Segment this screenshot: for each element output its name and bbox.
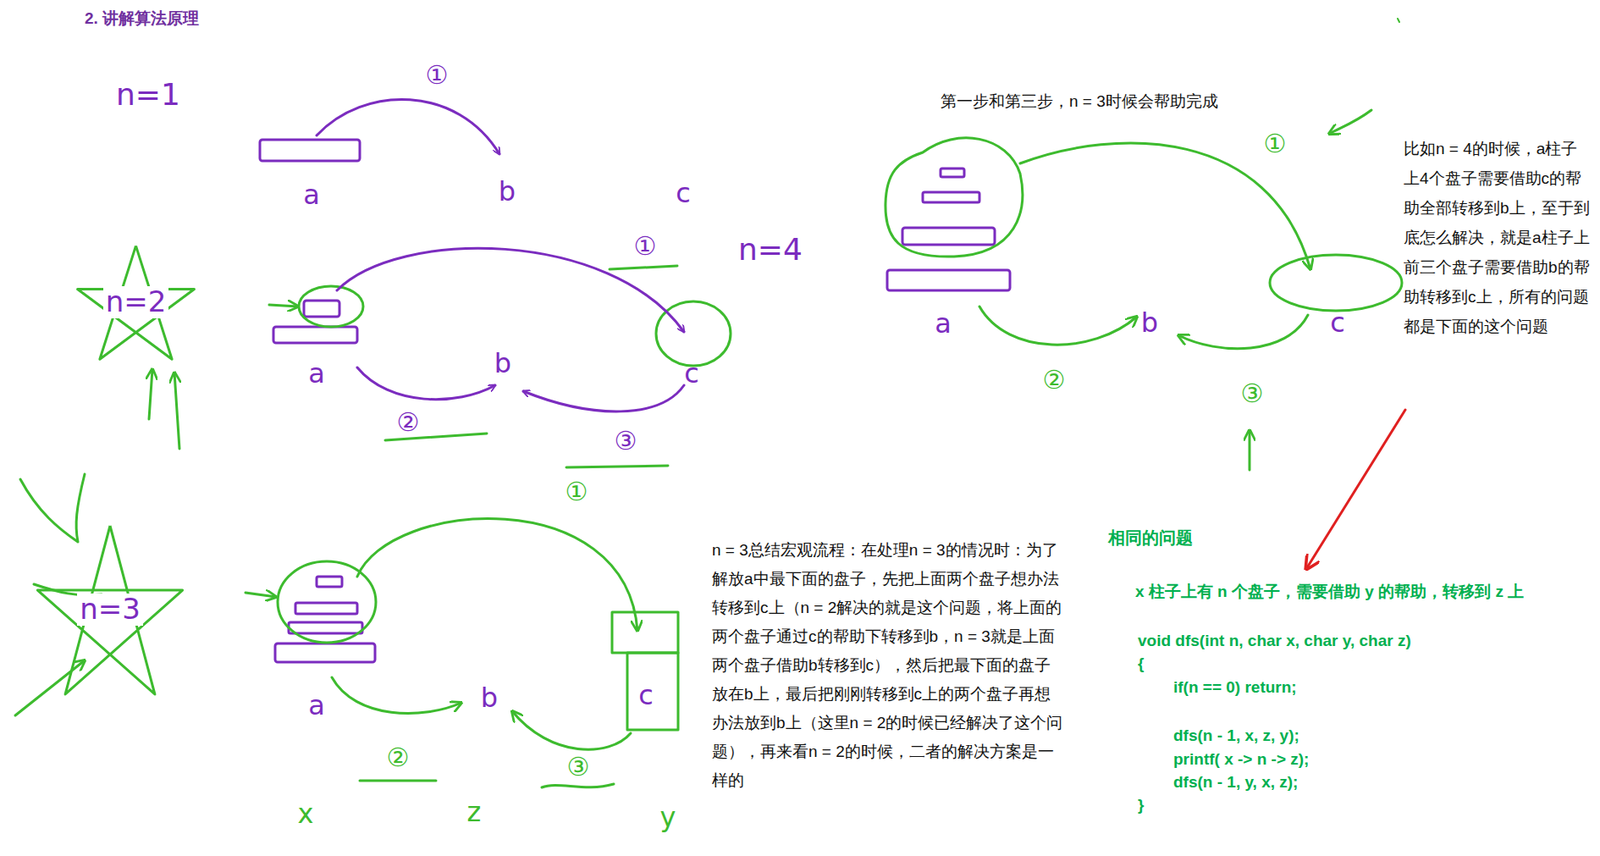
move-arrow xyxy=(357,367,496,400)
decoration-stroke xyxy=(1397,18,1400,23)
pointer-arrow xyxy=(1306,409,1406,569)
peg-label: c xyxy=(1329,308,1346,338)
code-line: void dfs(int n, char x, char y, char z) xyxy=(1137,632,1412,651)
move-arrow xyxy=(336,248,685,332)
peg-label: y xyxy=(660,802,677,833)
disk xyxy=(887,168,1010,291)
case-label: n=1 xyxy=(115,77,181,112)
section-title: 2. 讲解算法原理 xyxy=(84,10,199,28)
underline xyxy=(541,783,614,788)
move-arrow xyxy=(1178,314,1308,349)
callout-number: ① xyxy=(565,477,589,506)
peg-label: b xyxy=(1141,308,1159,338)
disk xyxy=(275,576,376,663)
target-box xyxy=(612,612,679,730)
underline xyxy=(566,465,668,468)
peg-label: c xyxy=(684,358,700,389)
underline xyxy=(359,779,436,783)
peg-label: b xyxy=(480,683,498,713)
highlight-circle xyxy=(298,286,364,327)
callout-note: 比如n = 4的时候，a柱子上4个盘子需要借助c的帮助全部转移到b上，至于到底怎… xyxy=(1403,133,1592,342)
callout-number: ① xyxy=(634,231,657,260)
code-line: { xyxy=(1137,655,1144,674)
code-line: } xyxy=(1137,796,1144,815)
highlight-circle xyxy=(277,561,376,643)
pointer-arrow xyxy=(174,372,180,449)
pointer-arrow xyxy=(148,369,153,420)
code-line: if(n == 0) return; xyxy=(1173,678,1297,697)
peg-label: c xyxy=(638,680,654,711)
move-arrow xyxy=(523,385,685,412)
peg-label: c xyxy=(675,178,691,209)
highlight-circle xyxy=(885,137,1023,257)
peg-label: a xyxy=(303,180,320,210)
peg-label: a xyxy=(308,358,326,389)
star-node: n=2 xyxy=(74,239,198,365)
decoration-stroke xyxy=(20,474,85,542)
callout-number: ① xyxy=(1263,129,1287,158)
code-line: dfs(n - 1, y, x, z); xyxy=(1173,773,1298,792)
code-line: printf( x -> n -> z); xyxy=(1173,750,1309,769)
move-arrow xyxy=(512,711,631,750)
peg-label: a xyxy=(934,308,952,339)
pointer-arrow xyxy=(1248,430,1252,470)
peg-label: b xyxy=(498,176,516,207)
explanation-note: n = 3总结宏观流程：在处理n = 3的情况时：为了解放a中最下面的盘子，先把… xyxy=(711,535,1064,795)
case-label: n=4 xyxy=(738,232,803,267)
star-stroke xyxy=(77,245,195,359)
callout-number: ③ xyxy=(614,426,638,455)
move-arrow xyxy=(331,677,462,713)
peg-label: a xyxy=(308,690,326,721)
disk xyxy=(259,139,360,161)
case-label: n=3 xyxy=(77,593,144,625)
move-arrow xyxy=(979,306,1137,345)
peg-label: x xyxy=(297,799,315,829)
star-node: n=3 xyxy=(33,516,187,703)
callout-number: ③ xyxy=(1241,379,1264,408)
peg-label: z xyxy=(467,797,482,828)
case-label: n=2 xyxy=(103,286,170,318)
move-arrow xyxy=(357,518,638,631)
highlight-circle xyxy=(1269,254,1402,311)
move-arrow xyxy=(316,99,500,155)
note: 第一步和第三步，n = 3时候会帮助完成 xyxy=(940,93,1219,111)
pointer-arrow xyxy=(269,304,298,307)
peg-label: b xyxy=(494,348,512,379)
pointer-arrow xyxy=(1329,110,1372,134)
callout-number: ② xyxy=(386,743,410,772)
callout-number: ① xyxy=(425,60,449,89)
callout-number: ② xyxy=(397,408,420,436)
code-line: dfs(n - 1, x, z, y); xyxy=(1173,727,1300,745)
callout-number: ② xyxy=(1042,365,1066,394)
callout-number: ③ xyxy=(567,752,591,781)
problem-statement: x 柱子上有 n 个盘子，需要借助 y 的帮助，转移到 z 上 xyxy=(1135,583,1524,602)
star-stroke xyxy=(37,525,183,695)
section-heading: 相同的问题 xyxy=(1108,528,1193,547)
pointer-arrow xyxy=(245,592,276,597)
underline xyxy=(609,265,678,270)
move-arrow xyxy=(1020,143,1311,270)
